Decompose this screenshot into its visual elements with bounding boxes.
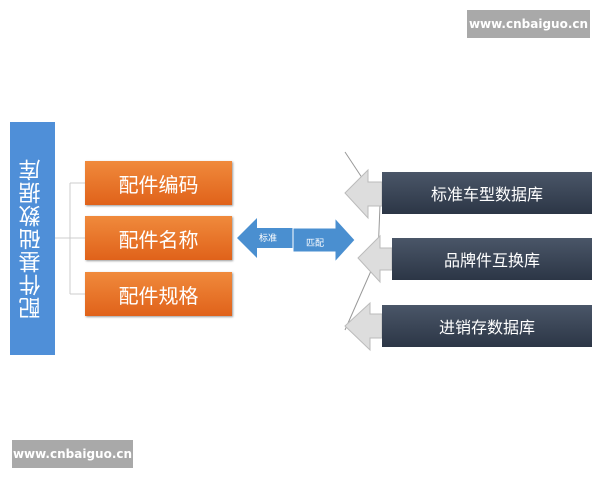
db-brand-interchange: 品牌件互换库 <box>392 238 592 280</box>
field-name: 配件名称 <box>85 216 232 260</box>
db-standard-vehicle: 标准车型数据库 <box>382 172 592 214</box>
gray-arrow-3 <box>344 301 383 352</box>
field-code: 配件编码 <box>85 161 232 205</box>
watermark-bottom: www.cnbaiguo.cn <box>12 440 133 468</box>
arrow-right-shape <box>292 216 356 264</box>
bracket-line <box>55 182 85 295</box>
gray-arrow-2 <box>357 234 393 284</box>
field-spec: 配件规格 <box>85 272 232 316</box>
arrow-left-label: 标准 <box>259 234 278 244</box>
arrow-right-label: 匹配 <box>306 239 325 249</box>
main-database-bar: 配件基础数据库 <box>10 122 55 355</box>
gray-arrow-1 <box>344 168 383 220</box>
db-inventory: 进销存数据库 <box>382 305 592 347</box>
watermark-top: www.cnbaiguo.cn <box>467 10 590 38</box>
arrow-left-shape <box>237 218 300 258</box>
